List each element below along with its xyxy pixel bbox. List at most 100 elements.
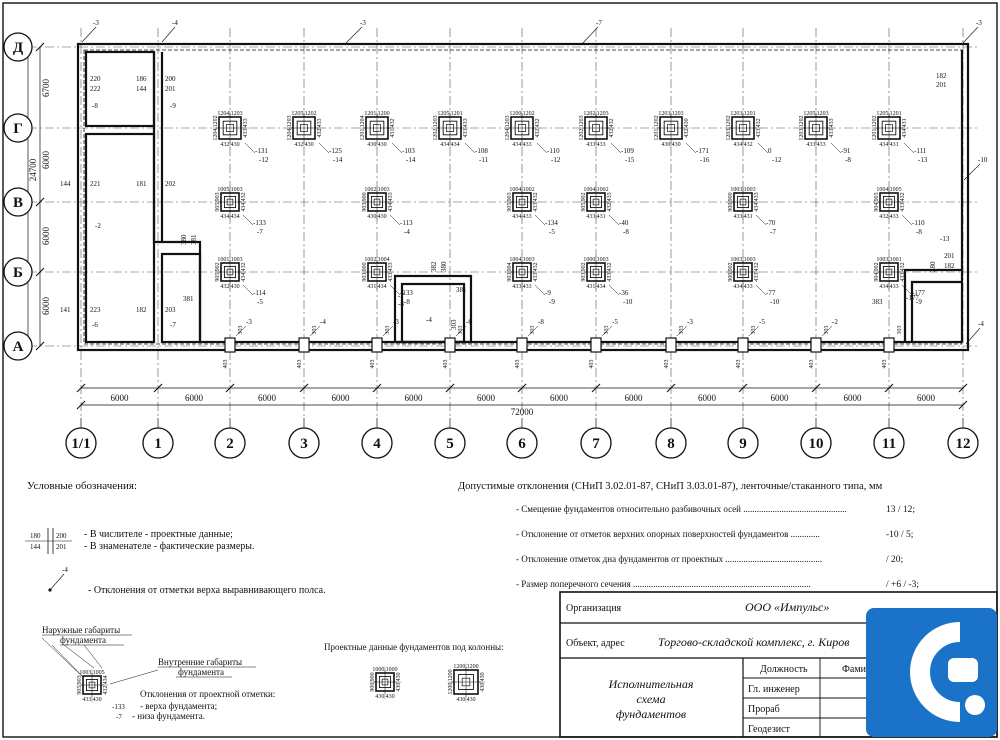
legend-dev-bot-text: - низа фундамента. xyxy=(132,711,205,721)
seat-dim: 403 xyxy=(882,360,888,369)
pad-dev-top: -114 xyxy=(253,289,266,297)
pad-top-dims: 1003|1003 xyxy=(730,257,755,263)
strip-label: 381 xyxy=(190,234,198,245)
role-surveyor: Геодезист xyxy=(748,724,791,735)
pad-side-dims: 904|902 xyxy=(874,262,880,281)
axis-label: 1 xyxy=(154,436,162,452)
pad-top-dims: 1003|1001 xyxy=(876,257,901,263)
pad-rside-dims: 433|432 xyxy=(533,262,539,281)
pad-dev-bottom: -5 xyxy=(257,298,263,306)
pad-dev-bottom: -8 xyxy=(916,228,922,236)
pad-dev-bottom: -12 xyxy=(772,156,782,164)
seat-mark: -2 xyxy=(832,318,838,326)
pad-rside-dims: 432|432 xyxy=(609,118,615,137)
pad-top-dims: 1005|1003 xyxy=(217,187,242,193)
object-value: Торгово-складской комплекс, г. Киров xyxy=(658,635,849,649)
tolerance-value: / 20; xyxy=(886,555,903,565)
pad-dev-top: 0 xyxy=(768,147,772,155)
pad-bottom-dims: 433|433 xyxy=(512,284,531,290)
legend-dev-top: -133 xyxy=(112,703,125,711)
span-dimension: 6000 xyxy=(550,393,569,403)
pad-bottom-dims: 430|430 xyxy=(661,142,680,148)
seat-mark: -3 xyxy=(393,318,399,326)
legend: Условные обозначения: 180 200 144 201 - … xyxy=(25,480,504,721)
strip-label: -8 xyxy=(398,300,404,308)
pad-top-dims: 1002|1003 xyxy=(364,187,389,193)
pad-rside-dims: 432|430 xyxy=(684,118,690,137)
tolerances-title: Допустимые отклонения (СНиП 3.02.01-87, … xyxy=(458,481,883,492)
left-total-dimension: 24700 xyxy=(28,158,38,181)
pad-side-dims: 905|903 xyxy=(215,192,221,211)
axis-bubble-col: 7 xyxy=(580,418,612,459)
pad-side-dims: 1200|1200 xyxy=(448,669,454,694)
pad-rside-dims: 433|432 xyxy=(756,118,762,137)
axis-label: В xyxy=(13,195,23,211)
span-dimension: 6000 xyxy=(332,393,351,403)
pad-side-dims: 903|900 xyxy=(362,262,368,281)
strip-label: 200 xyxy=(165,75,176,83)
pad-dev-top: -91 xyxy=(841,147,851,155)
pad-top-dims: 1200|1202 xyxy=(509,111,534,117)
pad-dev-bottom: -5 xyxy=(549,228,555,236)
pad-side-dims: 1203|1202 xyxy=(799,115,805,140)
axis-label: 4 xyxy=(373,436,381,452)
pad-dev-bottom: -8 xyxy=(404,298,410,306)
deviation-marks: -3 -4 -3 -7 -3 -10 -4 xyxy=(81,19,988,345)
legend-dev-label: Отклонения от проектной отметки: xyxy=(140,689,275,699)
axis-bubble-col: 10 xyxy=(800,418,832,459)
seat-dim: 403 xyxy=(664,360,670,369)
strip-label: -2 xyxy=(95,222,101,230)
pad-top-dims: 1001|1003 xyxy=(217,257,242,263)
pad-top-dims: 1000|1003 xyxy=(583,257,608,263)
pad-dev-top: -111 xyxy=(914,147,927,155)
strip-label: 182 xyxy=(136,306,147,314)
pad-dev-top: -108 xyxy=(475,147,488,155)
pad-dev-bottom: -9 xyxy=(916,298,922,306)
legend-dev-bot: -7 xyxy=(116,713,122,721)
pad-dev-top: -36 xyxy=(619,289,629,297)
strip-label: 303 xyxy=(450,319,458,330)
axis-bubble-col: 8 xyxy=(655,418,687,459)
pad-side-dims: 1203|1202 xyxy=(726,115,732,140)
pad-bottom-dims: 433|431 xyxy=(733,214,752,220)
svg-text:201: 201 xyxy=(56,543,67,551)
seat-dim: 303 xyxy=(238,326,244,335)
axis-label: 12 xyxy=(956,436,971,452)
pad-bottom-dims: 433|430 xyxy=(82,697,101,703)
seat-dim: 303 xyxy=(312,326,318,335)
strip-label: 144 xyxy=(136,85,147,93)
tolerance-value: 13 / 12; xyxy=(886,505,915,515)
pad-dev-top: -77 xyxy=(766,289,776,297)
pad-rside-dims: 433|433 xyxy=(243,118,249,137)
axis-label: 6 xyxy=(518,436,526,452)
seat-mark: -5 xyxy=(759,318,765,326)
pad-rside-dims: 434|433 xyxy=(388,192,394,211)
pad-top-dims: 1204|1203 xyxy=(217,111,242,117)
pad-bottom-dims: 431|434 xyxy=(367,284,386,290)
pad-dev-bottom: -12 xyxy=(259,156,269,164)
pad-dev-top: -110 xyxy=(912,219,925,227)
tolerance-item: - Отклонение отметок дна фундаментов от … xyxy=(516,554,822,564)
pad-top-dims: 1205|1203 xyxy=(803,111,828,117)
span-dimension: 6000 xyxy=(185,393,204,403)
axis-label: 3 xyxy=(300,436,308,452)
pad-dev-top: -131 xyxy=(255,147,268,155)
axis-label: Г xyxy=(13,121,23,137)
pad-dev-top: -133 xyxy=(400,289,413,297)
pad-dev-bottom: -8 xyxy=(845,156,851,164)
